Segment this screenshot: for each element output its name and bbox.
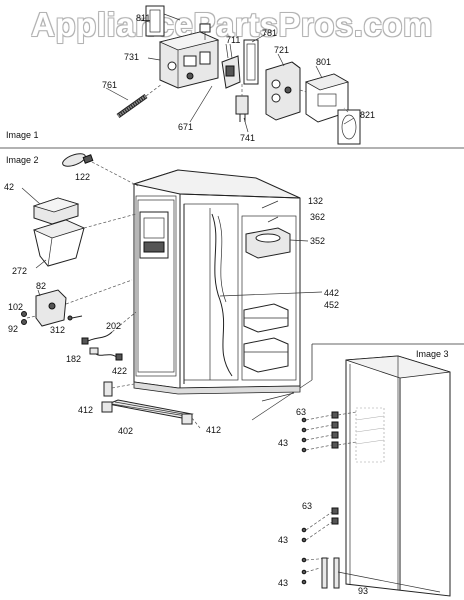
- callout-442: 442: [324, 288, 339, 298]
- callout-761: 761: [102, 80, 117, 90]
- part-122-bulb: [62, 153, 139, 187]
- callout-182: 182: [66, 354, 81, 364]
- cabinet: [132, 169, 301, 395]
- callout-122: 122: [75, 172, 90, 182]
- part-182-wire: [89, 347, 123, 361]
- callout-731: 731: [124, 52, 139, 62]
- part-82-bracket: [35, 279, 133, 327]
- part-402-grille: [106, 399, 194, 419]
- part-43-lower-screws: [301, 511, 333, 585]
- callout-272: 272: [12, 266, 27, 276]
- callout-741: 741: [240, 133, 255, 143]
- callout-labels: 811 711 781 721 801 731 761 671 741 821 …: [4, 13, 375, 596]
- part-63-upper-hinges: [331, 411, 339, 449]
- callout-82: 82: [36, 281, 46, 291]
- door-hatch: [355, 407, 385, 463]
- callout-821: 821: [360, 110, 375, 120]
- callout-781: 781: [262, 28, 277, 38]
- image2-parts: [21, 153, 301, 429]
- callout-43-middle: 43: [278, 535, 288, 545]
- part-442-bin: [243, 303, 289, 333]
- callout-102: 102: [8, 302, 23, 312]
- callout-412-right: 412: [206, 425, 221, 435]
- part-42-lid: [32, 197, 80, 225]
- part-202-harness: [81, 311, 137, 345]
- callout-63-lower: 63: [302, 501, 312, 511]
- part-352-bin: [245, 227, 291, 259]
- callout-93: 93: [358, 586, 368, 596]
- part-92-screw: [21, 319, 27, 325]
- callout-402: 402: [118, 426, 133, 436]
- part-452-bin: [243, 337, 289, 373]
- part-821-trim: [337, 107, 361, 145]
- section-label-image1: Image 1: [6, 130, 39, 140]
- part-422-foot: [103, 381, 135, 397]
- image3-parts: [301, 355, 451, 597]
- callout-801: 801: [316, 57, 331, 67]
- callout-43-lower: 43: [278, 578, 288, 588]
- part-312-clip: [67, 315, 83, 321]
- part-43-upper-screws: [301, 411, 357, 453]
- callout-721: 721: [274, 45, 289, 55]
- image1-parts: [116, 5, 361, 145]
- callout-42: 42: [4, 182, 14, 192]
- callout-711: 711: [226, 35, 240, 45]
- callout-452: 452: [324, 300, 339, 310]
- part-761-rod: [116, 83, 163, 119]
- callout-132: 132: [308, 196, 323, 206]
- part-731-housing: [158, 23, 220, 89]
- part-93-strips: [321, 557, 340, 589]
- callout-362: 362: [310, 212, 325, 222]
- part-102-screw: [21, 311, 27, 317]
- callout-671: 671: [178, 122, 193, 132]
- part-721-module: [265, 61, 301, 121]
- callout-92: 92: [8, 324, 18, 334]
- callout-63-upper: 63: [296, 407, 306, 417]
- watermark: AppliancePartsPros.com: [31, 6, 433, 43]
- callout-412-left: 412: [78, 405, 93, 415]
- leader-lines: [21, 19, 441, 593]
- part-63-lower-hinges: [331, 507, 339, 525]
- callout-202: 202: [106, 321, 121, 331]
- callout-811: 811: [136, 13, 150, 23]
- divider-image3-slant: [251, 379, 313, 421]
- section-label-image2: Image 2: [6, 155, 39, 165]
- callout-312: 312: [50, 325, 65, 335]
- section-label-image3: Image 3: [416, 349, 449, 359]
- part-711-bracket: [221, 43, 241, 89]
- part-811-cover: [145, 5, 181, 37]
- part-412-right-bracket: [181, 413, 193, 425]
- callout-422: 422: [112, 366, 127, 376]
- part-412-left-bracket: [101, 401, 113, 413]
- door-panel: [345, 355, 451, 597]
- callout-43-upper: 43: [278, 438, 288, 448]
- part-272-bucket: [32, 213, 137, 267]
- callout-352: 352: [310, 236, 325, 246]
- part-741-switch: [235, 84, 249, 122]
- part-781-plate: [243, 39, 259, 85]
